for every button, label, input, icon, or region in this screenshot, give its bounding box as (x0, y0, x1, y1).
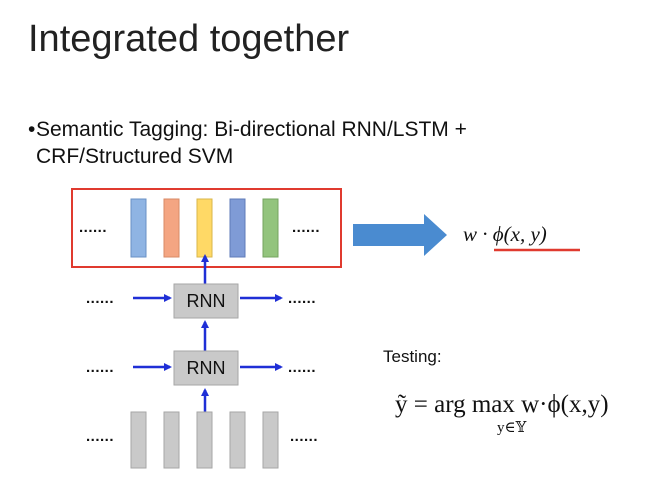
testing-formula: ỹ = arg max w·ϕ(x,y) (395, 391, 609, 418)
output-left-ellipsis: ...... (79, 219, 107, 236)
input-bar-3 (196, 411, 213, 469)
slide-title: Integrated together (28, 18, 350, 60)
big-right-arrow (353, 214, 447, 256)
output-feature-box (71, 188, 342, 268)
feature-bar-blue (130, 198, 147, 258)
feature-bar-orange (163, 198, 180, 258)
bullet-item: • Semantic Tagging: Bi-directional RNN/L… (28, 116, 596, 170)
output-right-ellipsis: ...... (292, 219, 320, 236)
rnn-bottom-label: RNN (187, 358, 226, 378)
rnn-box-top (173, 283, 239, 319)
feature-bar-darkblue (229, 198, 246, 258)
bullet-line-2: CRF/Structured SVM (36, 145, 234, 168)
rnn-bottom-right-ellipsis: ...... (288, 359, 316, 376)
rnn-top-right-ellipsis: ...... (288, 290, 316, 307)
input-bar-5 (262, 411, 279, 469)
bullet-line-1: Semantic Tagging: Bi-directional RNN/LST… (36, 118, 467, 141)
rnn-box-bottom (173, 350, 239, 386)
input-left-ellipsis: ...... (86, 428, 114, 445)
rnn-top-label: RNN (187, 291, 226, 311)
output-formula: w · ϕ(x, y) (463, 222, 547, 246)
input-bar-1 (130, 411, 147, 469)
input-bar-2 (163, 411, 180, 469)
feature-bar-yellow (196, 198, 213, 258)
testing-formula-subscript: y∈𝕐 (497, 420, 527, 436)
rnn-top-left-ellipsis: ...... (86, 290, 114, 307)
feature-bar-green (262, 198, 279, 258)
bullet-marker: • (28, 118, 36, 141)
testing-label: Testing: (383, 347, 442, 366)
input-right-ellipsis: ...... (290, 428, 318, 445)
rnn-bottom-left-ellipsis: ...... (86, 359, 114, 376)
input-bar-4 (229, 411, 246, 469)
